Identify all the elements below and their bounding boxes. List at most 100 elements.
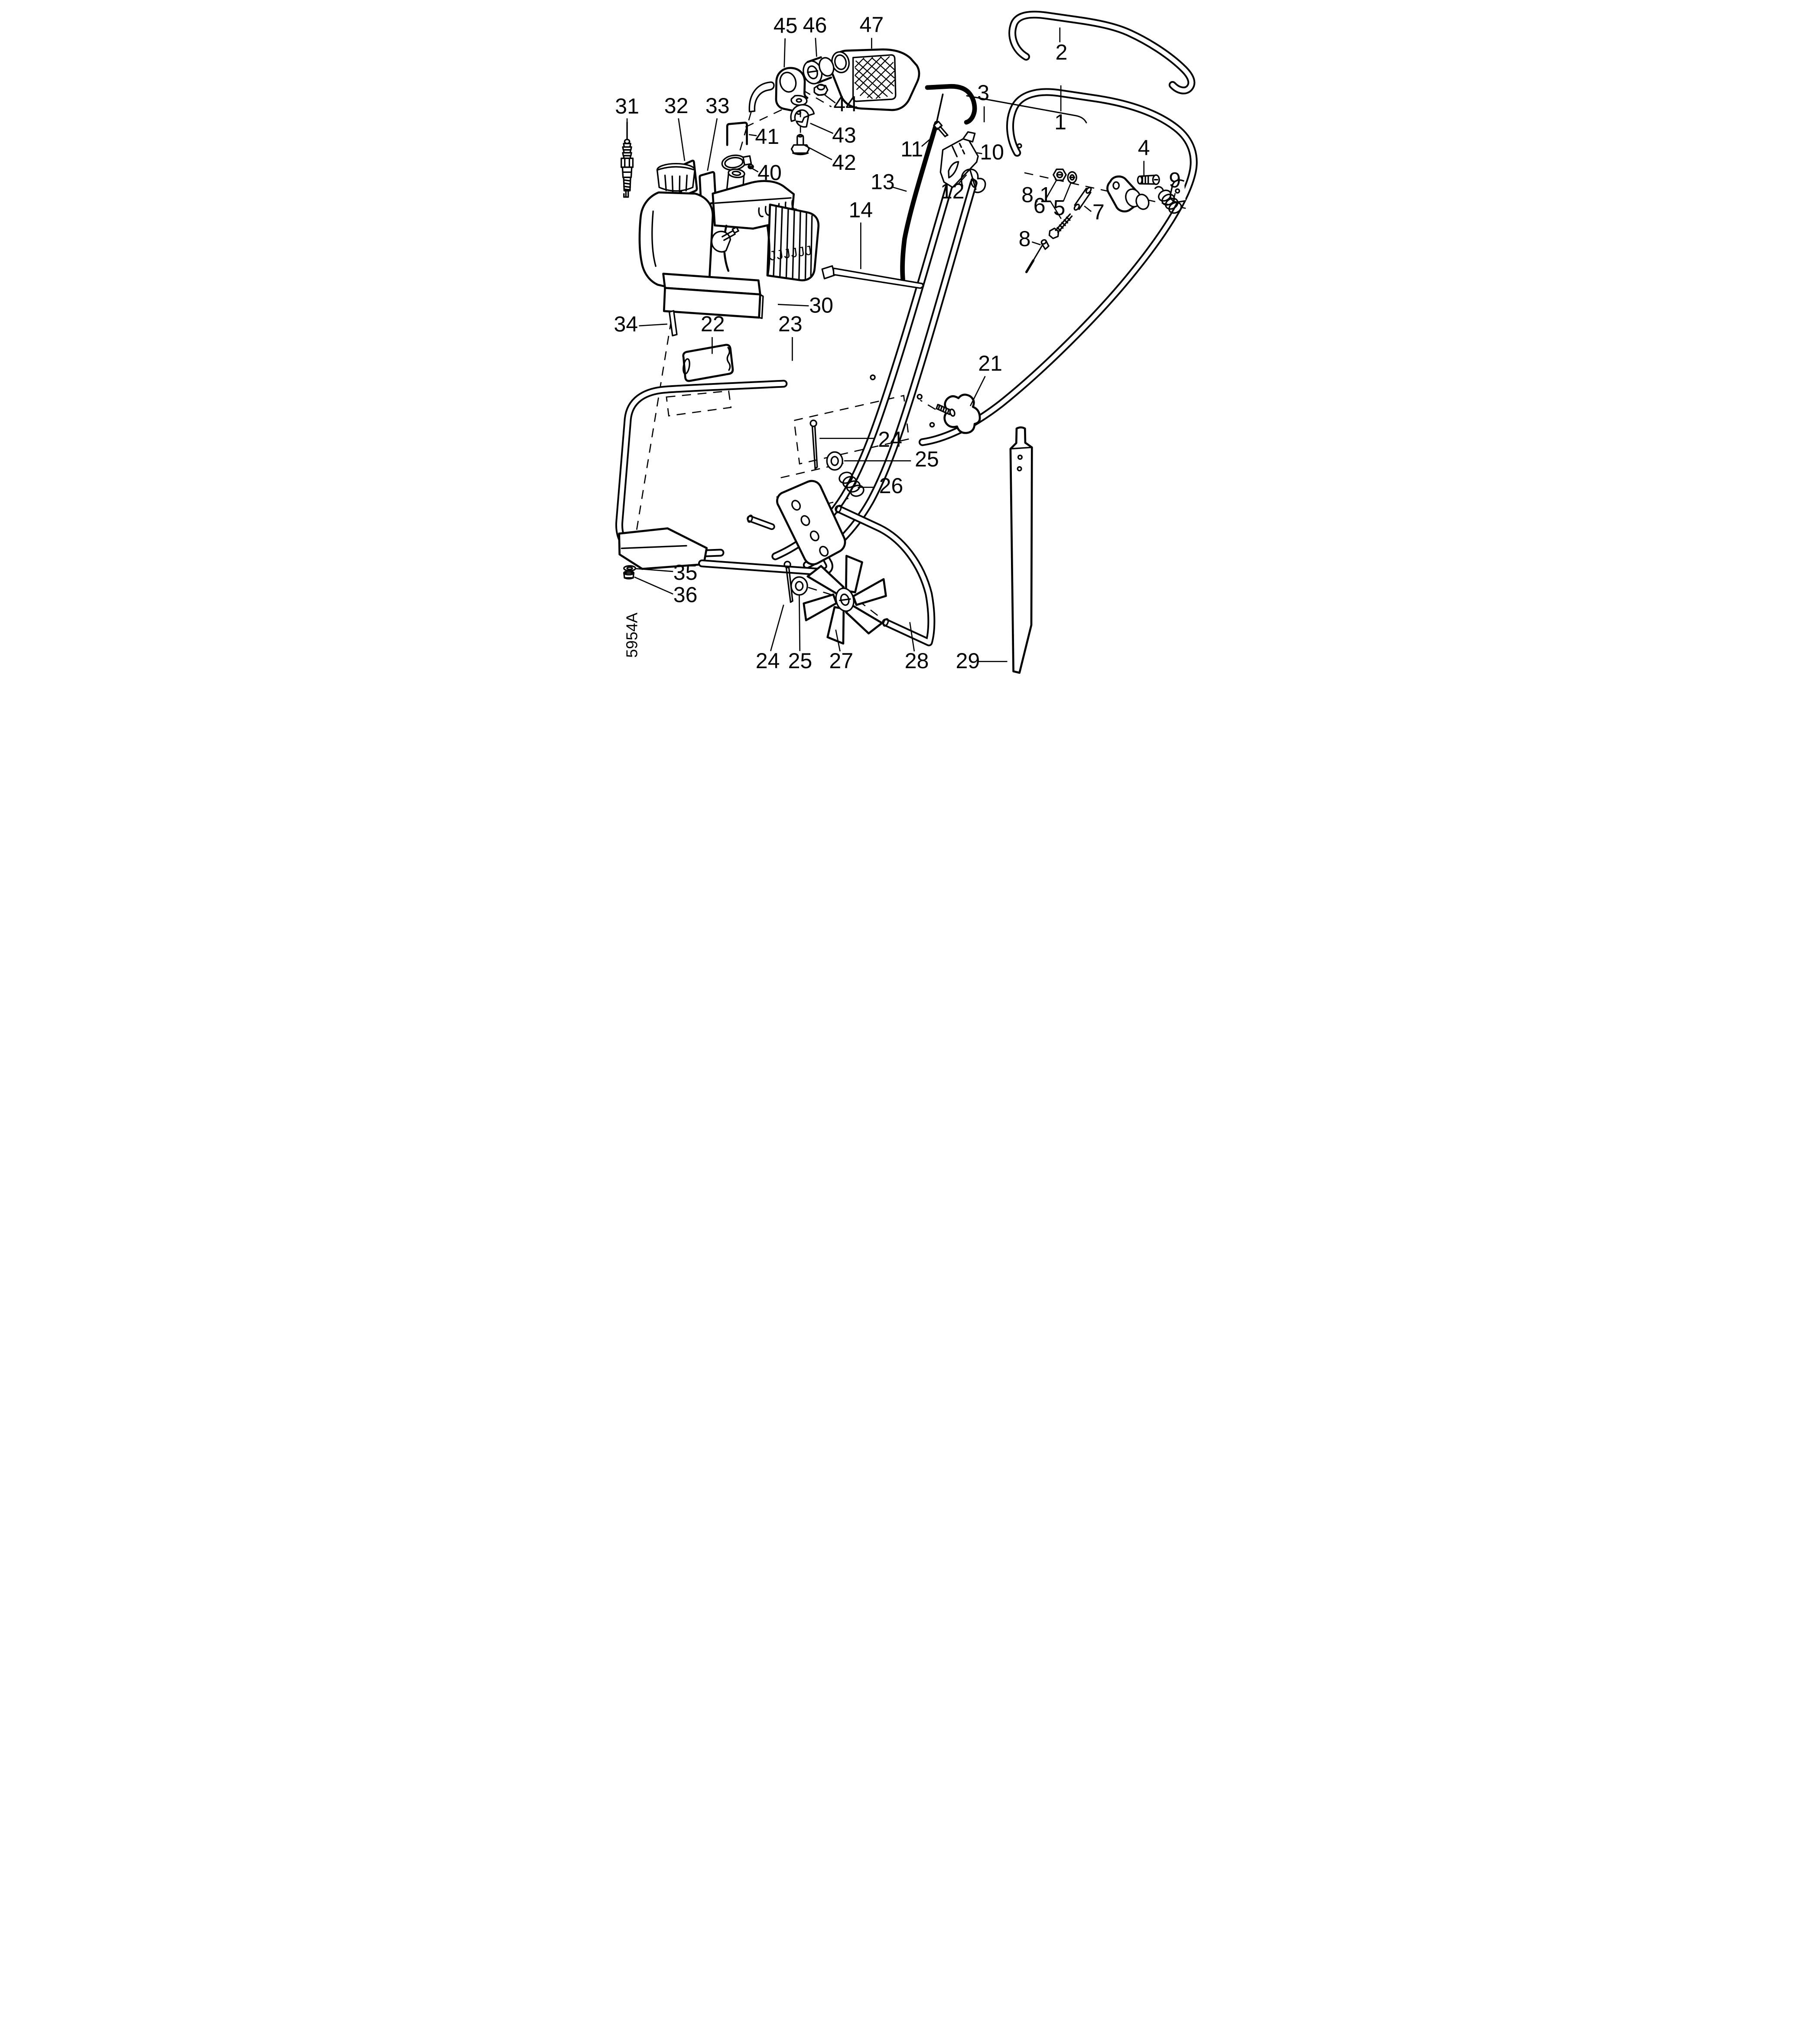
- spring-9-coil-3: [1164, 198, 1179, 210]
- bushing-body: [806, 56, 832, 84]
- screw-8-1-threads: [1056, 216, 1070, 231]
- throttle-trigger-tab: [962, 131, 975, 143]
- part-label-36: 36: [673, 583, 697, 607]
- tine-hub-axis: [839, 598, 851, 601]
- stake-hole-1: [1017, 455, 1023, 460]
- bracket-hole-3: [809, 530, 819, 542]
- cable-8-wire-end: [1025, 259, 1034, 273]
- nut-6: [1052, 168, 1067, 181]
- carb-airfilter-stack: [721, 48, 920, 171]
- handle-grip-22: [682, 344, 734, 382]
- spring-9: [1154, 186, 1182, 214]
- leader-13: [891, 186, 907, 192]
- throttle-trigger-detail-1: [951, 146, 958, 157]
- screw-11-tip: [945, 134, 949, 137]
- part-label-40: 40: [757, 161, 782, 185]
- part-label-45: 45: [773, 13, 797, 38]
- bracket-hole-4: [819, 546, 829, 557]
- part-label-26: 26: [879, 474, 903, 498]
- plug-hex: [620, 157, 634, 168]
- diagram-page: JJJJJJ: [605, 0, 1212, 682]
- throttle-cable-group: [900, 84, 1087, 282]
- frame-post-rear-hole: [917, 393, 923, 400]
- throttle-trigger-group: [933, 120, 986, 193]
- axle-28-tube-fill: [836, 507, 933, 645]
- bracket-axle-stub-fill: [748, 517, 774, 529]
- grip-grooves: [726, 347, 731, 371]
- choke-knob: [731, 226, 739, 234]
- leader-27: [835, 629, 841, 652]
- parts-diagram-canvas: JJJJJJ: [605, 0, 1212, 682]
- leader-33: [706, 118, 718, 171]
- knob-bolt-threads: [938, 404, 949, 413]
- lock-nut-44: [813, 84, 829, 96]
- washer-35: [623, 565, 636, 572]
- fuel-cap-side: [656, 166, 696, 192]
- spring-9-coil-4: [1168, 201, 1182, 214]
- plug-thread-lines: [623, 179, 631, 191]
- depth-stake-29: [1009, 426, 1033, 674]
- bracket-41-u: [726, 121, 748, 146]
- part-label-24b: 24: [755, 649, 780, 673]
- cable-clip-12: [960, 168, 986, 193]
- clamp-40-screw-house: [742, 155, 752, 166]
- part-label-8.1: 8.1: [1021, 183, 1052, 207]
- screw-4-shank-end: [1137, 175, 1143, 185]
- clamp-43-hole: [796, 110, 801, 115]
- pin-24-shank: [811, 425, 818, 470]
- washer-25b-outer: [790, 576, 808, 596]
- choke-stem: [721, 230, 736, 241]
- bushing-lip: [818, 57, 834, 77]
- bracket-hole-1: [791, 500, 801, 511]
- part-label-33: 33: [705, 94, 729, 118]
- bracket-axle-stub-end: [747, 514, 753, 523]
- nut-44-base: [814, 93, 827, 96]
- axis-washer-fan: [808, 587, 831, 595]
- grip-body: [682, 344, 734, 382]
- nut-36-top: [623, 570, 634, 575]
- leader-25b: [798, 595, 800, 651]
- flange-foot-hole: [795, 98, 802, 103]
- washer-25-outer: [826, 451, 843, 471]
- pin-34: [668, 310, 678, 337]
- leader-8.1: [1050, 201, 1062, 219]
- part-label-44: 44: [833, 92, 858, 116]
- part-label-35: 35: [673, 560, 697, 585]
- carry-bail: [615, 380, 787, 559]
- axle-28-end-top: [835, 504, 842, 513]
- screw-4: [1137, 174, 1160, 185]
- leader-5: [1063, 182, 1072, 202]
- screw-8-1: [1048, 213, 1073, 239]
- flange-bore: [779, 71, 796, 93]
- spring-26: [838, 471, 865, 497]
- washer-5: [1066, 171, 1077, 184]
- part-label-3: 3: [977, 81, 989, 105]
- part-label-32: 32: [664, 94, 688, 118]
- cable-3-rod: [966, 95, 1087, 123]
- part-label-27: 27: [829, 649, 853, 673]
- handle-clamp-box: [793, 395, 910, 465]
- airbox-screen-mesh: [854, 56, 895, 99]
- fuel-tank-contour: [651, 210, 657, 267]
- cotter-pin-24-mid: [809, 419, 818, 470]
- stake-bevel: [1009, 446, 1033, 450]
- stub-bore: [731, 170, 741, 176]
- rod-14-block: [821, 265, 835, 279]
- fin-lines: [772, 206, 813, 281]
- tine-group: [783, 426, 1033, 674]
- nut-36-bottom: [623, 577, 634, 580]
- strap-41-upper: [748, 81, 775, 113]
- part-label-28: 28: [904, 649, 929, 673]
- plug-electrode: [623, 190, 629, 198]
- small-hardware: [623, 310, 865, 580]
- pivot-boss-front: [1135, 194, 1150, 210]
- tine-wheel-27: [802, 555, 887, 645]
- leader-30: [777, 304, 809, 307]
- leader-44: [824, 94, 836, 104]
- bushing-bore-axis: [806, 70, 818, 73]
- part-label-8: 8: [1018, 227, 1030, 251]
- screw-11-shaft: [937, 126, 948, 137]
- part-label-31: 31: [615, 94, 639, 118]
- cable-clamp-43: [790, 104, 815, 128]
